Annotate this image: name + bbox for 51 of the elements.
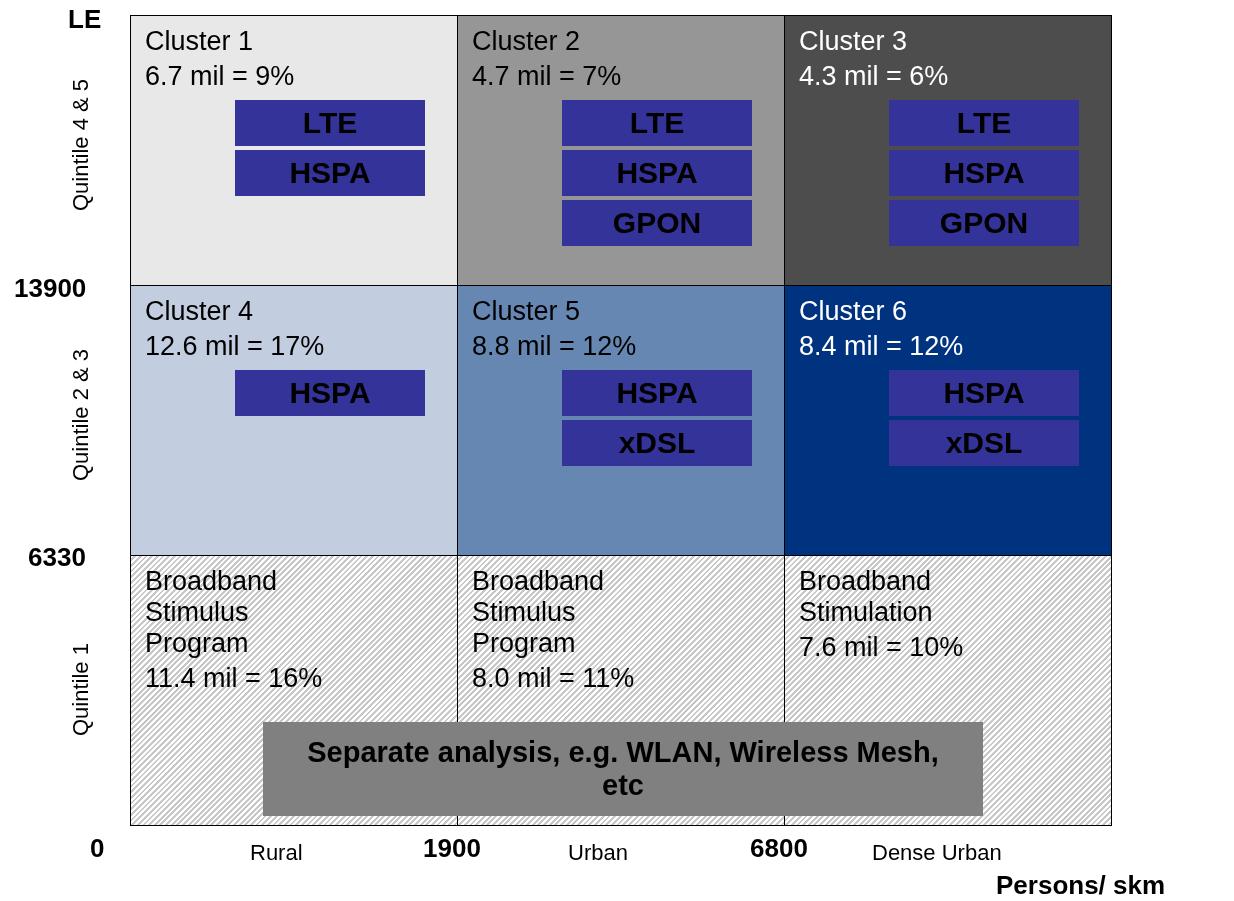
population-share: 7.6 mil = 10% [799,632,964,664]
axis-band-label: Quintile 4 & 5 [68,77,94,214]
technology-box: xDSL [562,420,752,467]
axis-tick-label: LE [68,4,102,35]
axis-band-label: Quintile 1 [68,642,94,739]
axis-tick-label: 13900 [14,273,87,304]
technology-box: HSPA [889,150,1079,197]
cluster-cell [784,285,1112,556]
population-share: 8.8 mil = 12% [472,331,637,363]
population-share: 4.7 mil = 7% [472,61,622,93]
cluster-cell [784,15,1112,286]
technology-box: GPON [889,200,1079,247]
axis-band-label: Quintile 2 & 3 [68,347,94,484]
population-share: 8.0 mil = 11% [472,663,635,695]
axis-category-label: Urban [568,840,628,866]
technology-box: HSPA [889,370,1079,417]
cluster-name: Cluster 3 [799,26,908,58]
axis-category-label: Rural [250,840,303,866]
cluster-name: Broadband Stimulus Program [145,566,279,660]
technology-box: HSPA [235,370,425,417]
population-share: 6.7 mil = 9% [145,61,295,93]
axis-tick-label: 0 [90,833,105,864]
technology-box: LTE [235,100,425,147]
axis-title: Persons/ skm [996,870,1166,901]
population-share: 11.4 mil = 16% [145,663,323,695]
technology-box: LTE [562,100,752,147]
note-box: Separate analysis, e.g. WLAN, Wireless Mesh, etc [263,722,983,816]
technology-box: LTE [889,100,1079,147]
axis-tick-label: 6330 [28,542,86,573]
cluster-name: Cluster 4 [145,296,254,328]
cluster-cell [457,285,785,556]
cluster-cell [130,285,458,556]
population-share: 8.4 mil = 12% [799,331,964,363]
technology-box: xDSL [889,420,1079,467]
population-share: 12.6 mil = 17% [145,331,325,363]
axis-tick-label: 1900 [423,833,481,864]
axis-tick-label: 6800 [750,833,808,864]
cluster-name: Cluster 5 [472,296,581,328]
cluster-name: Broadband Stimulus Program [472,566,606,660]
cluster-name: Broadband Stimulation [799,566,934,629]
technology-box: HSPA [235,150,425,197]
axis-category-label: Dense Urban [872,840,1002,866]
cluster-name: Cluster 2 [472,26,581,58]
population-share: 4.3 mil = 6% [799,61,949,93]
technology-box: HSPA [562,370,752,417]
technology-box: HSPA [562,150,752,197]
cluster-name: Cluster 6 [799,296,908,328]
cluster-cell [130,15,458,286]
technology-box: GPON [562,200,752,247]
cluster-name: Cluster 1 [145,26,254,58]
cluster-cell [457,15,785,286]
